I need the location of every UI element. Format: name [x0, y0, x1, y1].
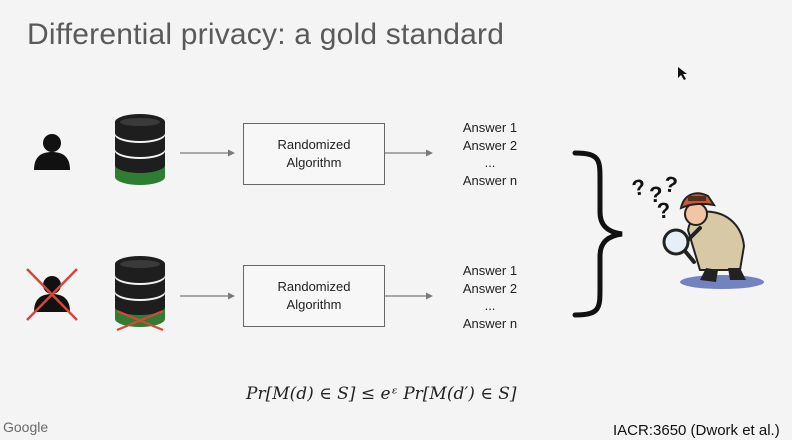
- answers-list: Answer 1 Answer 2 ... Answer n: [450, 119, 530, 189]
- answer-ellipsis: ...: [484, 298, 496, 313]
- box-line-2: Algorithm: [286, 297, 342, 312]
- arrow-algorithm-to-answers: [385, 149, 433, 157]
- person-icon: [34, 134, 70, 170]
- question-mark-2: ?: [649, 182, 663, 207]
- database-icon: [115, 114, 165, 185]
- answer-ellipsis: ...: [484, 155, 496, 170]
- person-crossed-out-icon: [26, 268, 78, 321]
- question-mark-4: ?: [655, 197, 672, 224]
- box-line-2: Algorithm: [286, 155, 342, 170]
- answer-item: Answer 1: [462, 120, 518, 135]
- answer-item: Answer n: [462, 172, 518, 188]
- database-crossed-out-icon: [115, 256, 165, 332]
- answer-item: Answer 2: [462, 137, 518, 153]
- box-line-1: Randomized: [277, 279, 351, 294]
- google-logo: Google: [3, 419, 49, 435]
- arrow-db-to-algorithm-2: [180, 292, 235, 300]
- citation: IACR:3650 (Dwork et al.): [613, 422, 780, 439]
- box-line-1: Randomized: [277, 137, 351, 152]
- slide-title: Differential privacy: a gold standard: [27, 18, 505, 51]
- detective-magnifier-icon: [662, 192, 764, 289]
- randomized-algorithm-box: Randomized Algorithm: [243, 123, 385, 185]
- answer-item: Answer 1: [462, 263, 518, 278]
- answers-list-2: Answer 1 Answer 2 ... Answer n: [450, 262, 530, 332]
- curly-brace: [572, 150, 623, 318]
- arrow-algorithm-to-answers-2: [385, 292, 433, 300]
- arrow-db-to-algorithm: [180, 149, 235, 157]
- mouse-cursor-icon: [678, 67, 687, 80]
- answer-item: Answer 2: [462, 280, 518, 296]
- privacy-formula: Pr[M(d) ∈ S] ≤ eᵋ Pr[M(d′) ∈ S]: [246, 384, 517, 404]
- randomized-algorithm-box-2: Randomized Algorithm: [243, 265, 385, 327]
- answer-item: Answer n: [462, 315, 518, 331]
